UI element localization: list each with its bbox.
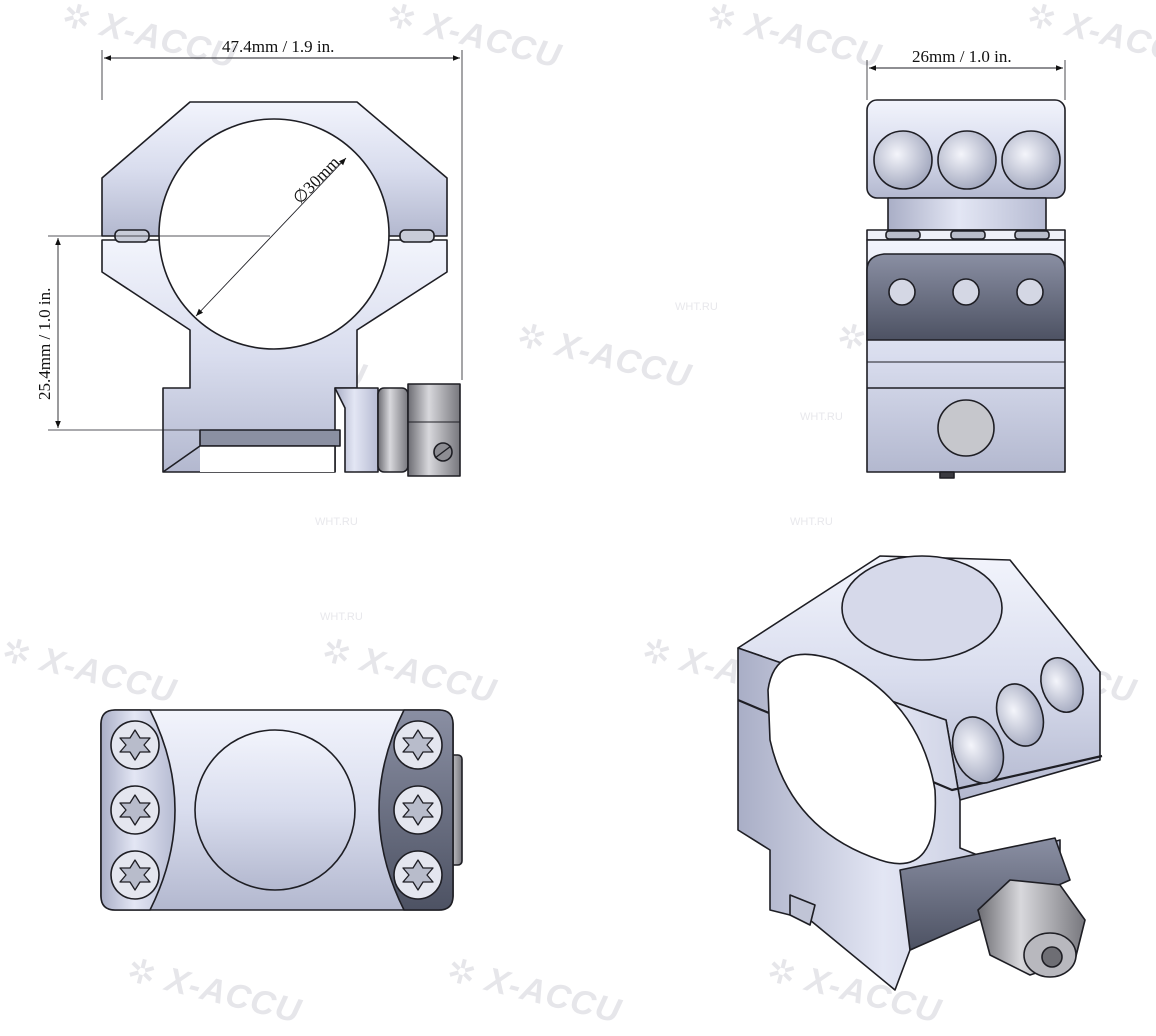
isometric-view (737, 555, 1103, 991)
front-screw-right (399, 229, 435, 243)
front-clamp-jaw (334, 387, 379, 473)
watermark-brand: ✲ X-ACCU (1023, 0, 1156, 76)
side-view (866, 60, 1066, 479)
watermark-brand: ✲ X-ACCU (58, 0, 240, 76)
side-cap-screw-2 (937, 130, 997, 190)
top-view (100, 709, 463, 911)
side-cap-flat (887, 197, 1047, 231)
side-clamp-bolt (937, 399, 995, 457)
side-body-screw-2 (952, 278, 980, 306)
dimension-label-height: 25.4mm / 1.0 in. (35, 288, 54, 400)
side-body-screw-3 (1016, 278, 1044, 306)
front-rail-groove (199, 429, 341, 447)
watermark-brand: ✲ X-ACCU (703, 0, 885, 76)
watermark-brand: ✲ X-ACCU (383, 0, 565, 76)
watermark-site: WHT.RU (320, 611, 363, 623)
iso-ring-bore (767, 653, 937, 865)
front-clamp-nut-washer (377, 387, 409, 473)
watermark-brand: ✲ X-ACCU (0, 631, 181, 711)
front-view (48, 50, 463, 477)
iso-screw-hole-1 (951, 716, 1005, 784)
side-cap-screw-3 (1001, 130, 1061, 190)
iso-screw-hole-2 (995, 683, 1045, 747)
watermark-brand: ✲ X-ACCU (318, 631, 500, 711)
watermark-site: WHT.RU (675, 301, 718, 313)
dimension-label-side-width: 26mm / 1.0 in. (912, 47, 1012, 66)
iso-top-ring (841, 555, 1003, 661)
watermark-brand: ✲ X-ACCU (513, 316, 695, 396)
watermark-brand: ✲ X-ACCU (443, 951, 625, 1031)
watermark-site: WHT.RU (315, 516, 358, 528)
watermark-brand: ✲ X-ACCU (123, 951, 305, 1031)
iso-screw-hole-3 (1040, 657, 1084, 713)
side-cap-screw-1 (873, 130, 933, 190)
side-body-screw-1 (888, 278, 916, 306)
top-ring-face (194, 729, 356, 891)
iso-rail-clamp (899, 837, 1071, 951)
watermark-brand: ✲ X-ACCU (763, 951, 945, 1031)
front-clamp-nut (407, 383, 461, 477)
watermark-site: WHT.RU (790, 516, 833, 528)
watermark-site: WHT.RU (800, 411, 843, 423)
iso-dovetail-foot (789, 894, 816, 926)
dimension-label-width: 47.4mm / 1.9 in. (222, 37, 334, 56)
